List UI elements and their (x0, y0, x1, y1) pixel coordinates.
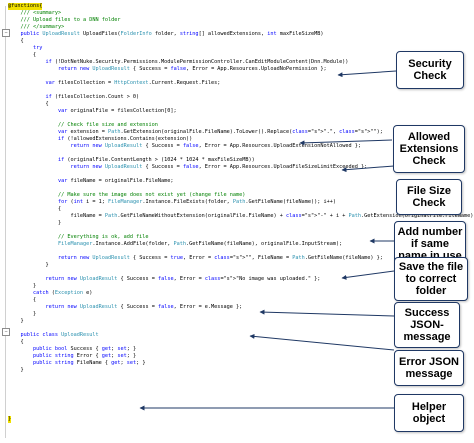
callout-save-file: Save the file to correct folder (394, 257, 468, 301)
code-line[interactable]: FileManager.Instance.AddFile(folder, Pat… (57, 241, 343, 247)
code-line[interactable]: if (originalFile.ContentLength > (1024 *… (57, 157, 255, 163)
code-line[interactable]: } (8, 318, 24, 324)
callout-helper-object: Helper object (394, 394, 464, 432)
code-line[interactable]: /// <summary> (20, 10, 62, 16)
code-line[interactable]: return new UploadResult { Success = fals… (45, 276, 321, 282)
callout-security-check: Security Check (396, 51, 464, 89)
code-line[interactable]: { (8, 101, 49, 107)
code-line[interactable]: if (filesCollection.Count > 0) (45, 94, 140, 100)
code-line[interactable]: public bool Success { get; set; } (33, 346, 137, 352)
code-line[interactable]: } (8, 311, 37, 317)
code-line[interactable]: /// </summary> (20, 24, 65, 30)
code-line[interactable]: var fileName = originalFile.FileName; (57, 178, 174, 184)
code-line[interactable]: } (8, 262, 49, 268)
code-line[interactable]: { (8, 206, 62, 212)
fold-gutter (5, 6, 6, 438)
code-line[interactable]: // Everything is ok, add file (57, 234, 149, 240)
code-line[interactable]: { (8, 52, 37, 58)
code-line[interactable]: } (8, 416, 12, 423)
code-line[interactable]: } (8, 367, 24, 373)
code-line[interactable]: public UploadResult UploadFiles(FolderIn… (20, 31, 324, 37)
callout-error-json: Error JSON message (394, 350, 464, 386)
callout-allowed-extensions-check: Allowed Extensions Check (393, 125, 465, 173)
code-line[interactable]: return new UploadResult { Success = fals… (70, 143, 361, 149)
code-line[interactable]: public string FileName { get; set; } (33, 360, 146, 366)
code-line[interactable]: { (8, 38, 24, 44)
code-line[interactable]: /// Upload files to a DNN folder (20, 17, 121, 23)
code-line[interactable]: // Check file size and extension (57, 122, 158, 128)
callout-success-json: Success JSON- message (394, 302, 460, 348)
collapse-function-icon[interactable]: − (2, 29, 10, 37)
code-line[interactable]: if (!DotNetNuke.Security.Permissions.Mod… (45, 59, 349, 65)
code-line[interactable]: @functions{ (8, 3, 43, 10)
collapse-class-icon[interactable]: − (2, 328, 10, 336)
code-line[interactable]: return new UploadResult { Success = fals… (57, 66, 327, 72)
code-line[interactable]: { (8, 297, 37, 303)
code-line[interactable]: } (8, 283, 37, 289)
code-line[interactable]: try (33, 45, 43, 51)
code-line[interactable]: public string Error { get; set; } (33, 353, 137, 359)
code-line[interactable]: } (8, 220, 62, 226)
code-line[interactable]: var extension = Path.GetExtension(origin… (57, 129, 383, 135)
code-line[interactable]: public class UploadResult (20, 332, 99, 338)
code-line[interactable]: var filesCollection = HttpContext.Curren… (45, 80, 221, 86)
code-line[interactable]: fileName = Path.GetFileNameWithoutExtens… (8, 213, 474, 219)
code-line[interactable]: for (int i = 1; FileManager.Instance.Fil… (57, 199, 336, 205)
code-line[interactable]: return new UploadResult { Success = fals… (70, 164, 368, 170)
code-line[interactable]: { (8, 339, 24, 345)
code-line[interactable]: // Make sure the image does not exist ye… (57, 192, 246, 198)
code-line[interactable]: return new UploadResult { Success = fals… (45, 304, 243, 310)
code-line[interactable]: return new UploadResult { Success = true… (57, 255, 383, 261)
callout-file-size-check: File Size Check (396, 179, 462, 215)
code-line[interactable]: catch (Exception e) (33, 290, 93, 296)
code-line[interactable]: if (!allowedExtensions.Contains(extensio… (57, 136, 193, 142)
code-line[interactable]: var originalFile = filesCollection[0]; (57, 108, 177, 114)
